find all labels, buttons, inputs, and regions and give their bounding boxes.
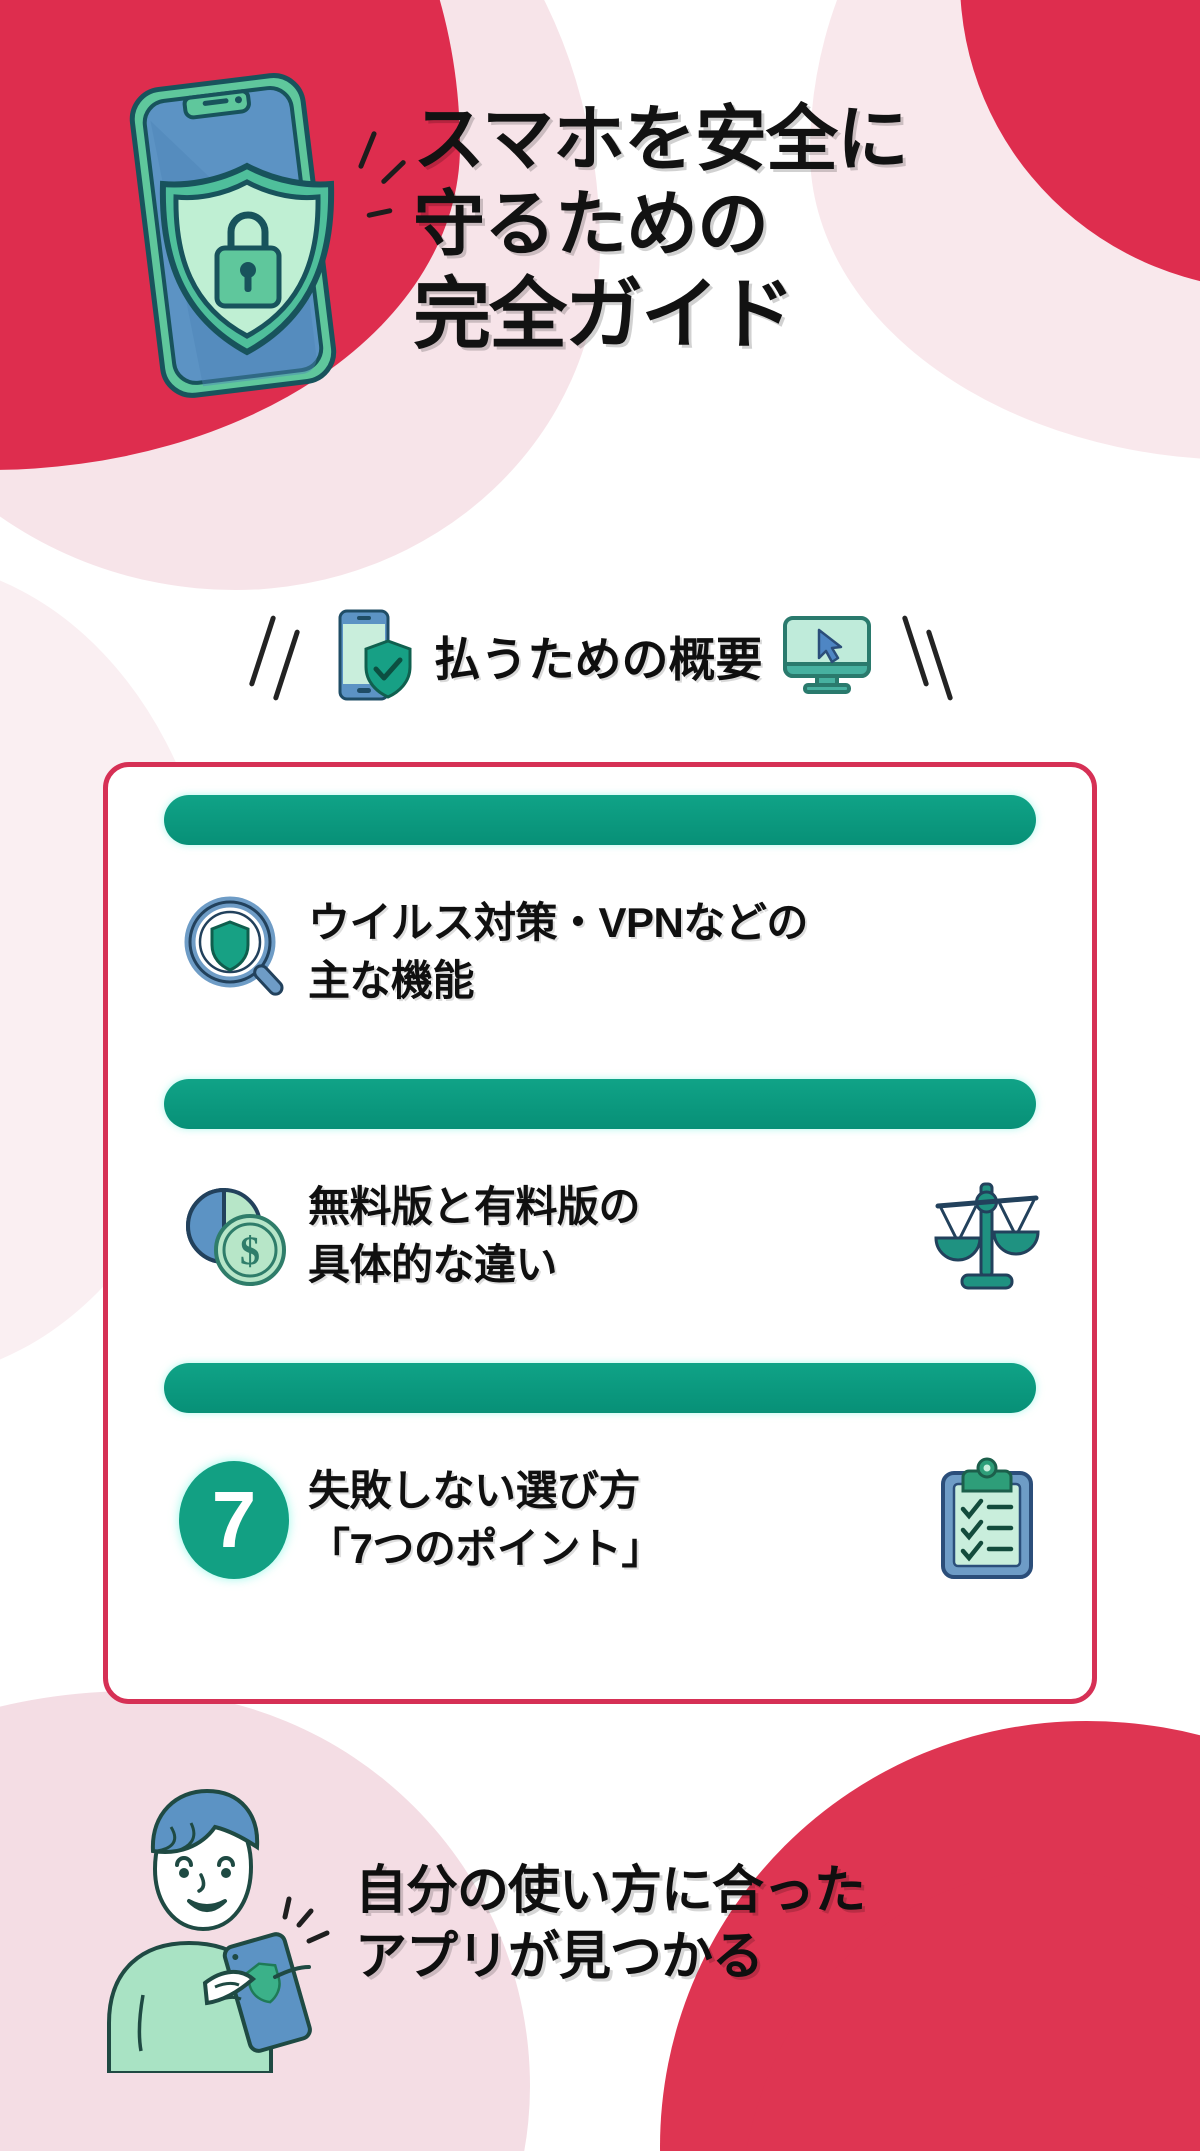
list-item-text-line-1: 無料版と有料版の — [308, 1183, 641, 1231]
sparkle-line — [366, 207, 393, 219]
list-item[interactable]: $ 無料版と有料版の 具体的な違い — [148, 1151, 1052, 1321]
bottom-tagline: 自分の使い方に合った アプリが見つかる — [355, 1859, 866, 1990]
slash-line — [925, 629, 953, 701]
slash-line — [248, 615, 276, 687]
list-item-text-line-1: ウイルス対策・VPNなどの — [308, 899, 808, 947]
list-item-left-icon — [174, 894, 294, 1010]
sparkle-line — [380, 159, 407, 185]
overview-card: ウイルス対策・VPNなどの 主な機能 $ — [103, 762, 1097, 1704]
divider-bar-1 — [164, 795, 1036, 845]
page-title-line-3: 完全ガイド — [413, 269, 795, 358]
list-item-left-icon: 7 — [174, 1461, 294, 1579]
list-item[interactable]: ウイルス対策・VPNなどの 主な機能 — [148, 867, 1052, 1037]
decorative-slashes-left — [240, 610, 310, 701]
svg-text:$: $ — [240, 1228, 260, 1273]
list-item-text-line-1: 失敗しない選び方 — [308, 1467, 641, 1515]
decorative-slashes-right — [891, 610, 961, 701]
list-item-right-icon — [922, 1176, 1052, 1296]
smartphone-shield-check-icon — [338, 609, 411, 701]
clipboard-checklist-icon — [941, 1457, 1033, 1579]
bottom-illustration — [85, 1773, 335, 2078]
slash-line — [272, 629, 300, 701]
slash-line — [901, 615, 929, 687]
divider-bar-2 — [164, 1079, 1036, 1129]
magnifier-shield-icon — [184, 896, 284, 996]
list-item-text-line-2: 具体的な違い — [308, 1241, 558, 1288]
page-title: スマホを安全に 守るための 完全ガイド — [413, 70, 909, 360]
bottom-tagline-line-2: アプリが見つかる — [355, 1928, 764, 1986]
divider-bar-3 — [164, 1363, 1036, 1413]
smartphone-with-shield-lock-icon — [129, 73, 337, 398]
coins-pie-chart-icon: $ — [186, 1187, 286, 1286]
list-item[interactable]: 7 失敗しない選び方 「7つのポイント」 — [148, 1435, 1052, 1605]
man-holding-smartphone-icon — [107, 1788, 330, 2075]
desktop-monitor-cursor-icon — [782, 616, 871, 694]
subheading-row: 払うための概要 — [0, 595, 1200, 715]
list-item-text: 失敗しない選び方 「7つのポイント」 — [294, 1462, 922, 1578]
bottom-section: 自分の使い方に合った アプリが見つかる — [0, 1745, 1200, 2105]
list-item-right-icon — [922, 1457, 1052, 1583]
subheading-text: 払うための概要 — [433, 632, 763, 686]
number-badge-icon: 7 — [179, 1461, 289, 1579]
hero-sparkle-marks — [347, 130, 427, 240]
page-title-line-2: 守るための — [413, 184, 769, 265]
list-item-left-icon: $ — [174, 1178, 294, 1294]
page-title-line-1: スマホを安全に — [413, 100, 909, 180]
list-item-text: 無料版と有料版の 具体的な違い — [294, 1178, 922, 1294]
list-item-text-line-2: 主な機能 — [308, 957, 475, 1004]
hero-illustration — [95, 70, 407, 405]
list-item-text: ウイルス対策・VPNなどの 主な機能 — [294, 894, 922, 1010]
list-item-text-line-2: 「7つのポイント」 — [308, 1525, 663, 1572]
sparkle-line — [357, 130, 378, 170]
hero-section: スマホを安全に 守るための 完全ガイド — [0, 70, 1200, 470]
balance-scales-icon — [934, 1182, 1040, 1290]
bottom-tagline-line-1: 自分の使い方に合った — [355, 1862, 866, 1921]
